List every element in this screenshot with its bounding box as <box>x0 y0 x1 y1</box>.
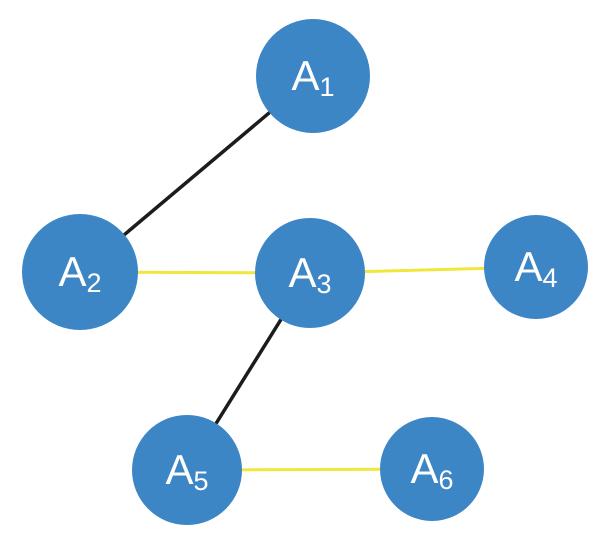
node-a2: A2 <box>22 214 138 330</box>
node-circle-a5 <box>132 415 242 525</box>
node-label-a2: A2 <box>58 248 101 298</box>
node-label-a5: A5 <box>165 446 208 496</box>
node-a6: A6 <box>380 417 484 521</box>
node-a4: A4 <box>484 215 588 319</box>
node-label-a3: A3 <box>288 249 331 299</box>
node-circle-a3 <box>255 218 365 328</box>
node-label-a4: A4 <box>514 243 557 293</box>
node-circle-a4 <box>484 215 588 319</box>
node-circle-a1 <box>256 19 370 133</box>
node-circle-a2 <box>22 214 138 330</box>
node-label-a1: A1 <box>291 52 334 102</box>
node-circle-a6 <box>380 417 484 521</box>
node-a5: A5 <box>132 415 242 525</box>
node-a3: A3 <box>255 218 365 328</box>
node-a1: A1 <box>256 19 370 133</box>
node-label-a6: A6 <box>410 445 453 495</box>
